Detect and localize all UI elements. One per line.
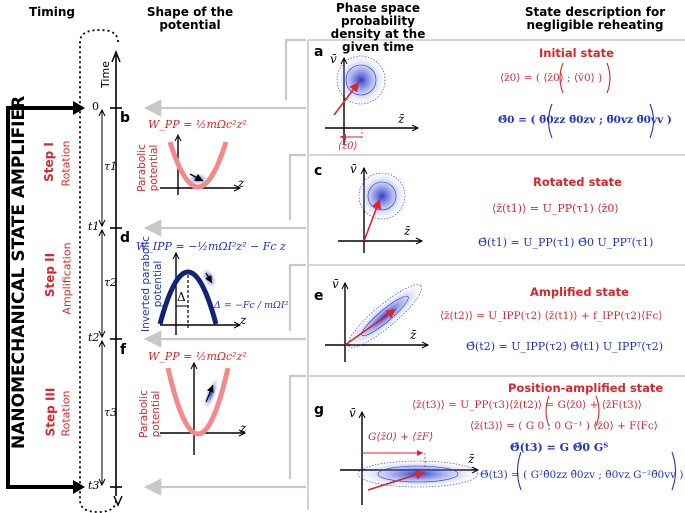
phase-e-x: z̄ <box>410 328 417 342</box>
state-title-amplified: Amplified state <box>530 285 629 299</box>
state-rotated-eq2: Θ̄(t1) = U_PP(τ1) Θ̄0 U_PPᵀ(τ1) <box>478 236 654 249</box>
inverted-parabola-d <box>157 269 219 325</box>
bracket-arrow-top <box>73 101 85 115</box>
panel-separators <box>307 39 685 510</box>
state-initial-eq2: Θ̄0 = ( θ̄0zz θ̄0zv ; θ̄0vz θ̄0vv ) <box>498 114 672 126</box>
state-amplified-eq1: ⟨z̄(t2)⟩ = U_IPP(τ2) ⟨z̄(t1)⟩ + f_IPP(τ2… <box>440 310 663 322</box>
state-position-eq1: ⟨z̄(t3)⟩ = U_PP(τ3)⟨z̄(t2)⟩ = G⟨z̄0⟩ + ⟨… <box>412 399 642 411</box>
phase-c-x: z̄ <box>404 224 411 238</box>
phase-c-y: v̄ <box>350 162 357 176</box>
state-amplified-eq2: Θ̄(t2) = U_IPP(τ2) Θ̄(t1) U_IPPᵀ(τ2) <box>466 340 664 353</box>
phase-g-y: v̄ <box>349 406 356 420</box>
panel-label-e: e <box>314 288 324 304</box>
header-state: State description for negligible reheati… <box>524 5 666 32</box>
state-rotated-eq1: ⟨z̄(t1)⟩ = U_PP(τ1) ⟨z̄0⟩ <box>492 202 619 215</box>
axis-z-f: z <box>240 421 247 435</box>
matrix-brackets <box>516 62 677 491</box>
side-label-b: Parabolic potential <box>136 144 160 192</box>
parabola-b <box>167 141 229 190</box>
step-2-title: Step II <box>43 252 58 298</box>
bracket-arrow-bottom <box>73 480 85 494</box>
panel-label-g: g <box>314 402 325 418</box>
step-1-title: Step I <box>41 142 56 182</box>
potential-plot-f <box>160 361 247 455</box>
panel-label-d: d <box>120 230 131 246</box>
side-label-f: Parabolic potential <box>138 390 162 438</box>
header-phase: Phase space probability density at the g… <box>330 1 426 54</box>
phase-plot-c <box>338 166 424 253</box>
formula-b: W_PP = ½mΩc²z² <box>148 118 247 131</box>
phase-g-annotation: G⟨z̄0⟩ + ⟨z̄F⟩ <box>368 431 434 443</box>
phase-a-x: z̄ <box>398 112 405 126</box>
panel-label-c: c <box>314 163 323 179</box>
tick-t1: t1 <box>88 220 100 233</box>
phase-e-y: v̄ <box>332 277 339 291</box>
step-3-name: Rotation <box>59 390 73 437</box>
step-1-name: Rotation <box>59 140 73 187</box>
state-title-initial: Initial state <box>539 46 614 60</box>
side-label-d: Inverted parabolic potential <box>140 236 164 332</box>
potential-plot-d <box>157 251 242 335</box>
panel-label-b: b <box>120 110 131 126</box>
formula-d: W_IPP = −½mΩI²z² − Fc z <box>136 240 286 253</box>
formula-f: W_PP = ½mΩc²z² <box>148 350 247 363</box>
panel-label-a: a <box>314 44 324 60</box>
header-timing: Timing <box>28 5 76 19</box>
phase-a-y: v̄ <box>330 52 337 66</box>
state-position-eq4: Θ̄(t3) = ( G²θ̄0zz θ̄0zv ; θ̄0vz G⁻²θ̄0v… <box>480 469 684 481</box>
header-shape: Shape of the potential <box>146 5 234 32</box>
tick-t3: t3 <box>88 479 100 492</box>
axis-z-d: z <box>240 313 247 327</box>
dotted-cycle <box>79 29 119 513</box>
phase-plot-a <box>325 55 420 145</box>
time-axis-label: Time <box>98 61 112 88</box>
duration-arrows <box>98 108 106 487</box>
delta-formula: Δ = −Fc / mΩI² <box>214 300 289 311</box>
state-position-eq2: ⟨z̄(t3)⟩ = ( G 0 ; 0 G⁻¹ ) ⟨z̄0⟩ + F⟨Fc⟩ <box>470 420 658 432</box>
delta-label: Δ <box>177 290 186 304</box>
grey-connectors <box>143 38 306 496</box>
time-axis <box>110 55 122 496</box>
state-position-eq3: Θ̄(t3) = G Θ̄0 Gᵀ <box>510 441 609 454</box>
amplifier-label: NANOMECHANICAL STATE AMPLIFIER <box>9 95 29 449</box>
duration-tau3: τ3 <box>104 406 118 419</box>
amplifier-bracket <box>6 106 75 489</box>
state-title-rotated: Rotated state <box>533 175 622 189</box>
potential-plot-b <box>160 133 242 195</box>
axis-z-b: z <box>238 176 245 190</box>
step-2-name: Amplification <box>60 242 74 315</box>
duration-tau1: τ1 <box>104 160 118 173</box>
phase-g-x: z̄ <box>468 452 475 466</box>
parabola-f <box>165 367 231 437</box>
duration-tau2: τ2 <box>104 276 118 289</box>
state-initial-eq1: ⟨z̄0⟩ = ( ⟨z̄0⟩ ; ⟨v̄0⟩ ) <box>500 72 603 84</box>
step-3-title: Step III <box>43 387 58 437</box>
phase-plot-e <box>325 281 430 362</box>
state-title-position-amplified: Position-amplified state <box>508 381 664 395</box>
tick-0: 0 <box>92 100 99 113</box>
tick-t2: t2 <box>88 331 100 344</box>
panel-label-f: f <box>120 342 127 358</box>
phase-plot-g <box>340 410 480 505</box>
phase-a-annotation: ⟨z̄0⟩ <box>338 141 358 152</box>
